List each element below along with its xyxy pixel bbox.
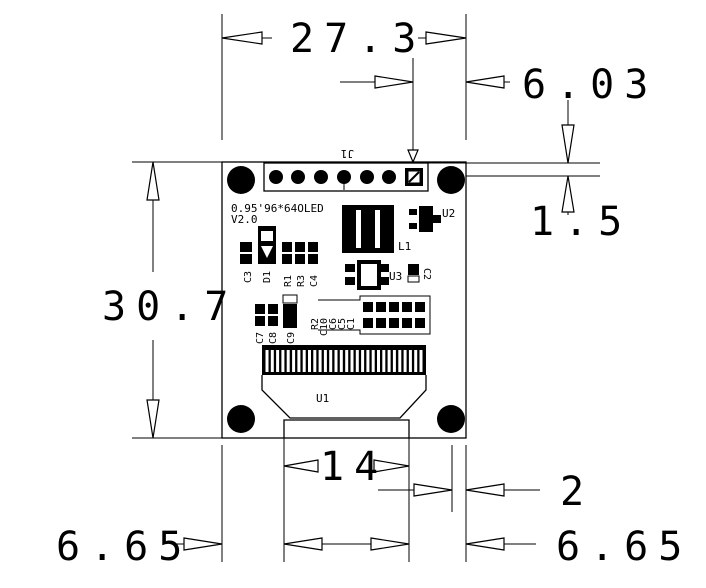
c4-label: C4 [309, 275, 320, 287]
fpc-pin [302, 350, 306, 372]
pcb-outline [221, 161, 467, 439]
fpc-pin [292, 350, 296, 372]
fpc-pin [419, 350, 423, 372]
cap-c3: C3 [240, 242, 254, 283]
dimension-margin-left-label: 6.65 [56, 524, 192, 570]
resistor-group: R1 R3 C4 [282, 242, 320, 287]
fpc-pin [318, 350, 322, 372]
fpc-connector-u1: U1 [261, 345, 427, 419]
cap-c2: C2 [407, 264, 432, 283]
diode-d1: D1 [258, 226, 276, 283]
u3-label: U3 [389, 270, 402, 283]
fpc-pin [334, 350, 338, 372]
fpc-pin [414, 350, 418, 372]
fpc-pin [408, 350, 412, 372]
fpc-pin [398, 350, 402, 372]
mounting-hole-bottom-right [437, 405, 465, 433]
fpc-pin [313, 350, 317, 372]
c9-label: C9 [286, 332, 297, 344]
fpc-pin [339, 350, 343, 372]
fpc-pin [281, 350, 285, 372]
r2-label: R2 [310, 318, 321, 330]
chip-u3: U3 [345, 260, 402, 290]
dimension-margin-right: 6.65 [465, 524, 692, 570]
fpc-pin [270, 350, 274, 372]
dimension-gap-right: 2 [378, 469, 594, 515]
fpc-pin [371, 350, 375, 372]
dimension-offset-top-label: 6.03 [522, 62, 658, 108]
dimension-offset-right-label: 1.5 [530, 199, 632, 245]
fpc-pin [286, 350, 290, 372]
fpc-pin [403, 350, 407, 372]
c6-label: C6 [328, 318, 339, 330]
inductor-l1: L1 [342, 205, 411, 253]
fpc-pin [387, 350, 391, 372]
regulator-u2: U2 [409, 206, 455, 232]
c5-label: C5 [337, 318, 348, 330]
dimension-height-left: 30.7 [102, 161, 238, 439]
fpc-pin [392, 350, 396, 372]
c10-label: C10 [319, 318, 330, 336]
fpc-pin [366, 350, 370, 372]
dimension-connector-width: 14 [283, 444, 410, 490]
r1-label: R1 [283, 275, 294, 287]
header-j1: J1 [263, 147, 429, 192]
mounting-hole-bottom-left [227, 405, 255, 433]
fpc-pin [308, 350, 311, 372]
c3-label: C3 [243, 271, 254, 283]
fpc-pin [382, 350, 386, 372]
dimension-width-top-label: 27.3 [290, 16, 426, 62]
fpc-pin [361, 350, 365, 372]
c1-label: C1 [346, 318, 357, 330]
dimension-width-top: 27.3 [221, 16, 467, 62]
fpc-pin [297, 350, 301, 372]
component-array-right: R2 C10 C6 C5 C1 [310, 295, 431, 336]
u1-label: U1 [316, 392, 329, 405]
dimension-gap-right-label: 2 [560, 469, 594, 515]
fpc-pin [345, 350, 349, 372]
c2-label: C2 [421, 268, 432, 280]
c8-label: C8 [268, 332, 279, 344]
dimension-connector-width-label: 14 [320, 444, 388, 490]
dimension-margin-left: 6.65 [56, 524, 410, 570]
mounting-hole-top-left [227, 166, 255, 194]
fpc-pin [329, 350, 333, 372]
fpc-pin [377, 350, 380, 372]
fpc-pin [323, 350, 327, 372]
d1-label: D1 [262, 271, 273, 283]
c7-label: C7 [255, 332, 266, 344]
dimension-height-left-label: 30.7 [102, 284, 238, 330]
r3-label: R3 [296, 275, 307, 287]
fpc-pin [350, 350, 354, 372]
model-label: 0.95'96*64OLED [231, 202, 324, 215]
version-label: V2.0 [231, 213, 258, 226]
fpc-pin [276, 350, 280, 372]
dimension-margin-right-label: 6.65 [556, 524, 692, 570]
mounting-hole-top-right [437, 166, 465, 194]
dimension-offset-top: 6.03 [340, 62, 658, 164]
header-j1-label: J1 [341, 147, 354, 160]
l1-label: L1 [398, 240, 411, 253]
cap-group-left: C7 C8 C9 [255, 294, 298, 344]
flex-tab-outline [283, 419, 410, 438]
u2-label: U2 [442, 207, 455, 220]
dimension-offset-right: 1.5 [530, 100, 632, 245]
fpc-pin [265, 350, 269, 372]
fpc-pin [355, 350, 359, 372]
